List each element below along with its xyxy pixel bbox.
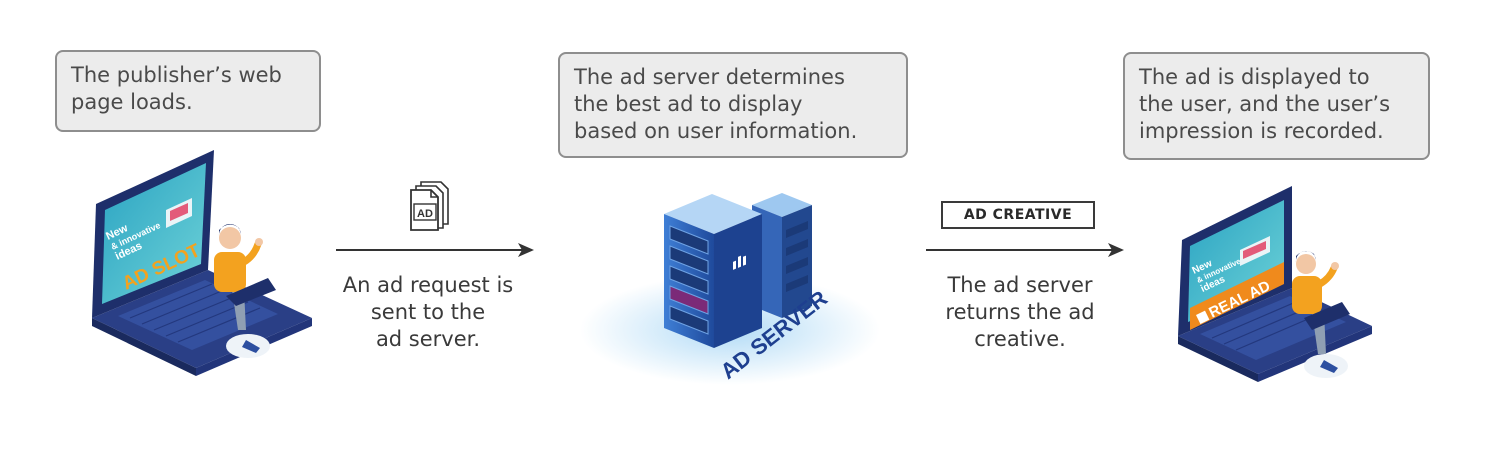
user-laptop-illustration: New & innovative ideas REAL AD (1178, 186, 1372, 382)
ad-creative-tag: AD CREATIVE (941, 201, 1095, 229)
callout-line: page loads. (71, 90, 193, 114)
caption-line: The ad server (947, 273, 1093, 297)
callout-line: based on user information. (574, 119, 858, 143)
ad-request-caption: An ad request is sent to the ad server. (318, 272, 538, 353)
ad-response-caption: The ad server returns the ad creative. (915, 272, 1125, 353)
callout-line: The ad server determines (574, 65, 845, 89)
caption-line: ad server. (375, 327, 481, 351)
ad-server-decision-callout: The ad server determines the best ad to … (558, 52, 908, 158)
publisher-laptop-illustration: New & innovative ideas AD SLOT (92, 150, 312, 376)
callout-line: the best ad to display (574, 92, 803, 116)
ad-response-arrow (926, 243, 1124, 257)
callout-line: The ad is displayed to (1139, 65, 1370, 89)
callout-line: the user, and the user’s (1139, 92, 1391, 116)
ad-request-arrow (336, 243, 534, 257)
callout-line: impression is recorded. (1139, 119, 1384, 143)
ad-displayed-callout: The ad is displayed to the user, and the… (1123, 52, 1430, 160)
ad-server-illustration: AD SERVER (580, 193, 880, 385)
callout-line: The publisher’s web (71, 63, 282, 87)
caption-line: creative. (974, 327, 1066, 351)
doc-label: AD (417, 208, 433, 220)
ad-document-icon: AD (410, 181, 449, 231)
caption-line: An ad request is (342, 273, 514, 297)
real-ad-banner (1190, 262, 1284, 330)
publisher-page-loads-callout: The publisher’s web page loads. (55, 50, 321, 132)
caption-line: sent to the (370, 300, 486, 324)
caption-line: returns the ad (945, 300, 1095, 324)
